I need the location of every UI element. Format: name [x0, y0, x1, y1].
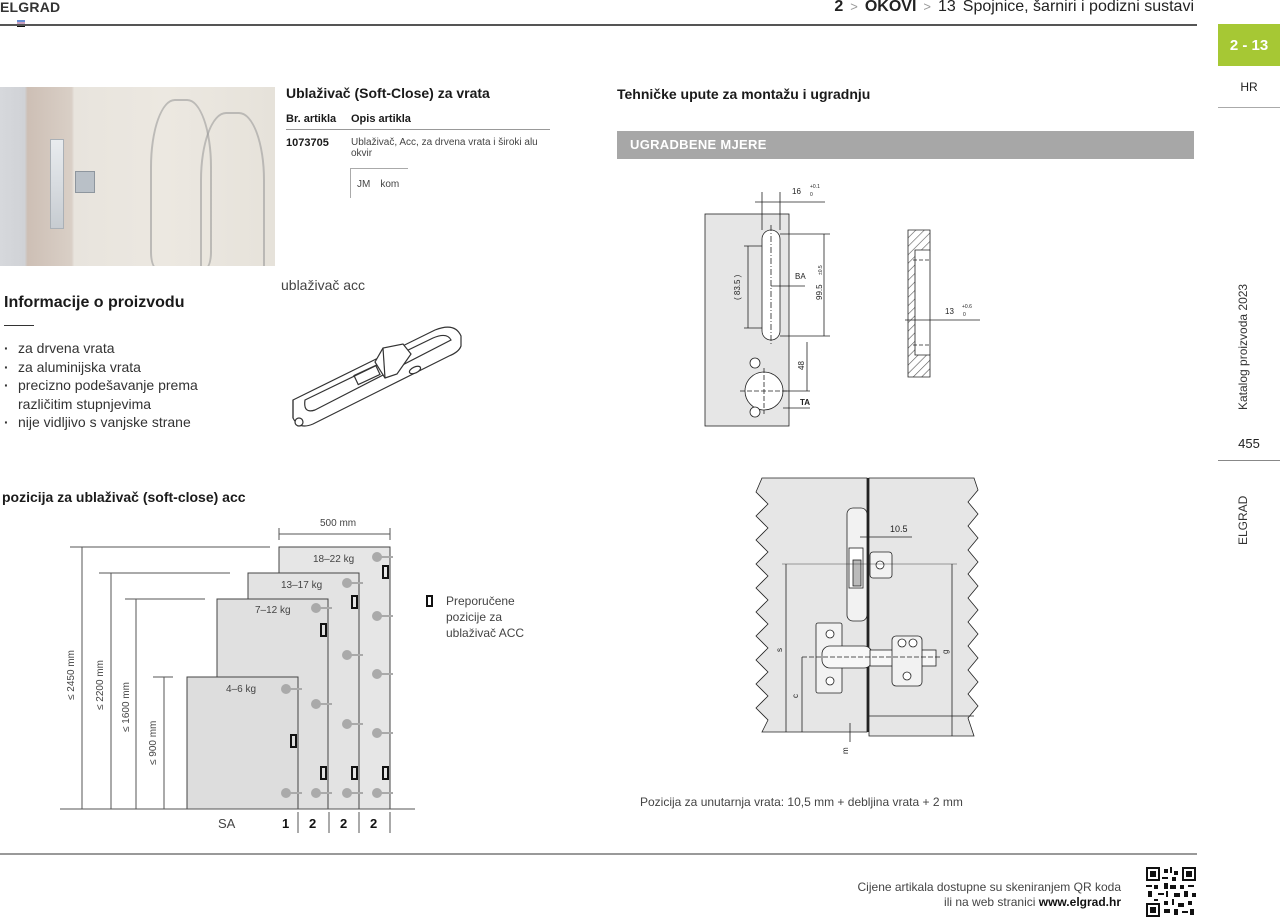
width-label: 500 mm — [320, 518, 356, 529]
install-view-drawing: 10.5 s c g m — [755, 477, 979, 754]
chevron-right-icon: > — [850, 0, 858, 14]
footer-text: Cijene artikala dostupne su skeniranjem … — [820, 880, 1121, 910]
website-link[interactable]: www.elgrad.hr — [1038, 895, 1121, 909]
soft-close-drawing — [292, 326, 462, 427]
catalog-title: Katalog proizvoda 2023 — [1236, 283, 1250, 410]
dim-label: 0 — [810, 192, 813, 198]
list-item: za drvena vrata — [4, 339, 204, 358]
column-header-description: Opis artikla — [351, 113, 411, 125]
dim-label: TA — [800, 398, 810, 407]
page-number: 455 — [1238, 436, 1260, 451]
product-title: Ublaživač (Soft-Close) za vrata — [286, 85, 490, 101]
sa-value: 2 — [340, 816, 347, 831]
list-item: nije vidljivo s vanjske strane — [4, 413, 204, 432]
dim-label: +0.6 — [962, 304, 972, 310]
list-item: za aluminijska vrata — [4, 358, 204, 377]
table-row: 1073705 Ublaživač, Acc, za drvena vrata … — [286, 137, 550, 159]
dim-label: m — [841, 747, 850, 754]
breadcrumb-chapter-number[interactable]: 2 — [834, 0, 844, 15]
unit-label: JM — [357, 179, 371, 190]
dim-label: 13 — [945, 307, 954, 316]
dim-label: 0 — [963, 312, 966, 318]
chevron-right-icon: > — [923, 0, 931, 14]
dim-label: s — [775, 648, 784, 652]
technical-title: Tehničke upute za montažu i ugradnju — [617, 86, 871, 102]
height-label: ≤ 1600 mm — [121, 682, 132, 732]
dim-label: ( 83.5 ) — [733, 274, 742, 300]
brand-vertical: ELGRAD — [1236, 495, 1250, 545]
info-divider — [4, 325, 34, 326]
sidebar-divider — [1218, 460, 1280, 461]
unit-box: JM kom — [350, 168, 408, 198]
footer-line-2: ili na web stranici — [944, 895, 1036, 909]
column-header-article-no: Br. artikla — [286, 113, 337, 125]
header-divider — [0, 24, 1197, 26]
weight-label: 18–22 kg — [313, 554, 354, 565]
article-description: Ublaživač, Acc, za drvena vrata i široki… — [351, 137, 538, 159]
latch-shape — [50, 139, 64, 229]
breadcrumb-section[interactable]: Spojnice, šarniri i podizni sustavi — [962, 0, 1194, 15]
breadcrumb-chapter[interactable]: OKOVI — [864, 0, 917, 15]
sa-value: 1 — [282, 816, 289, 831]
height-label: ≤ 900 mm — [148, 721, 159, 765]
breadcrumb: 2 > OKOVI > 13 Spojnice, šarniri i podiz… — [834, 0, 1194, 16]
sa-value: 2 — [370, 816, 377, 831]
acc-caption: ublaživač acc — [281, 277, 366, 293]
sidebar-divider — [1218, 107, 1280, 108]
product-table-header: Br. artikla Opis artikla — [286, 113, 550, 130]
glass-shape — [150, 99, 212, 266]
article-code[interactable]: 1073705 — [286, 137, 329, 149]
info-title: Informacije o proizvodu — [4, 294, 185, 311]
dim-label: +0.1 — [810, 184, 820, 190]
dim-label: 48 — [797, 361, 806, 370]
height-label: ≤ 2450 mm — [66, 650, 77, 700]
dim-label: 99.5 — [815, 284, 824, 300]
glass-shape — [200, 112, 265, 266]
dim-label: g — [941, 650, 950, 654]
latch-catch-shape — [75, 171, 95, 193]
sa-label: SA — [218, 816, 236, 831]
dim-label: BA — [795, 272, 806, 281]
weight-label: 13–17 kg — [281, 580, 322, 591]
section-bar: UGRADBENE MJERE — [617, 131, 1194, 159]
dim-label: c — [791, 694, 800, 698]
section-view-drawing: 13 +0.6 0 — [905, 229, 980, 378]
position-diagram: 500 mm 18–22 kg 13–17 kg 7–12 kg 4–6 kg … — [60, 518, 415, 833]
product-photo — [0, 87, 275, 266]
dim-label: 10.5 — [890, 524, 908, 534]
brand-logo: ELGRAD — [0, 0, 61, 15]
qr-code-icon[interactable] — [1146, 867, 1196, 917]
height-label: ≤ 2200 mm — [95, 660, 106, 710]
weight-label: 7–12 kg — [255, 605, 291, 616]
language-label[interactable]: HR — [1240, 80, 1258, 94]
dim-label: 16 — [792, 187, 801, 196]
front-view-drawing: 16 +0.1 0 ( 83.5 ) 99.5 ±0.5 BA 48 TA — [704, 184, 830, 427]
legend-text: Preporučene pozicije za ublaživač ACC — [446, 594, 525, 640]
sa-value: 2 — [309, 816, 316, 831]
footer-divider — [0, 853, 1197, 855]
inner-door-caption: Pozicija za unutarnja vrata: 10,5 mm + d… — [640, 795, 963, 809]
weight-label: 4–6 kg — [226, 684, 256, 695]
footer-line-1: Cijene artikala dostupne su skeniranjem … — [857, 880, 1121, 894]
breadcrumb-section-number[interactable]: 13 — [937, 0, 956, 15]
info-list: za drvena vrata za aluminijska vrata pre… — [4, 339, 204, 432]
dim-label: ±0.5 — [818, 265, 824, 275]
recommended-position-icon — [426, 595, 433, 607]
position-title: pozicija za ublaživač (soft-close) acc — [2, 489, 246, 505]
unit-value: kom — [380, 179, 400, 190]
section-badge[interactable]: 2 - 13 — [1218, 24, 1280, 66]
list-item: precizno podešavanje prema različitim st… — [4, 376, 204, 413]
